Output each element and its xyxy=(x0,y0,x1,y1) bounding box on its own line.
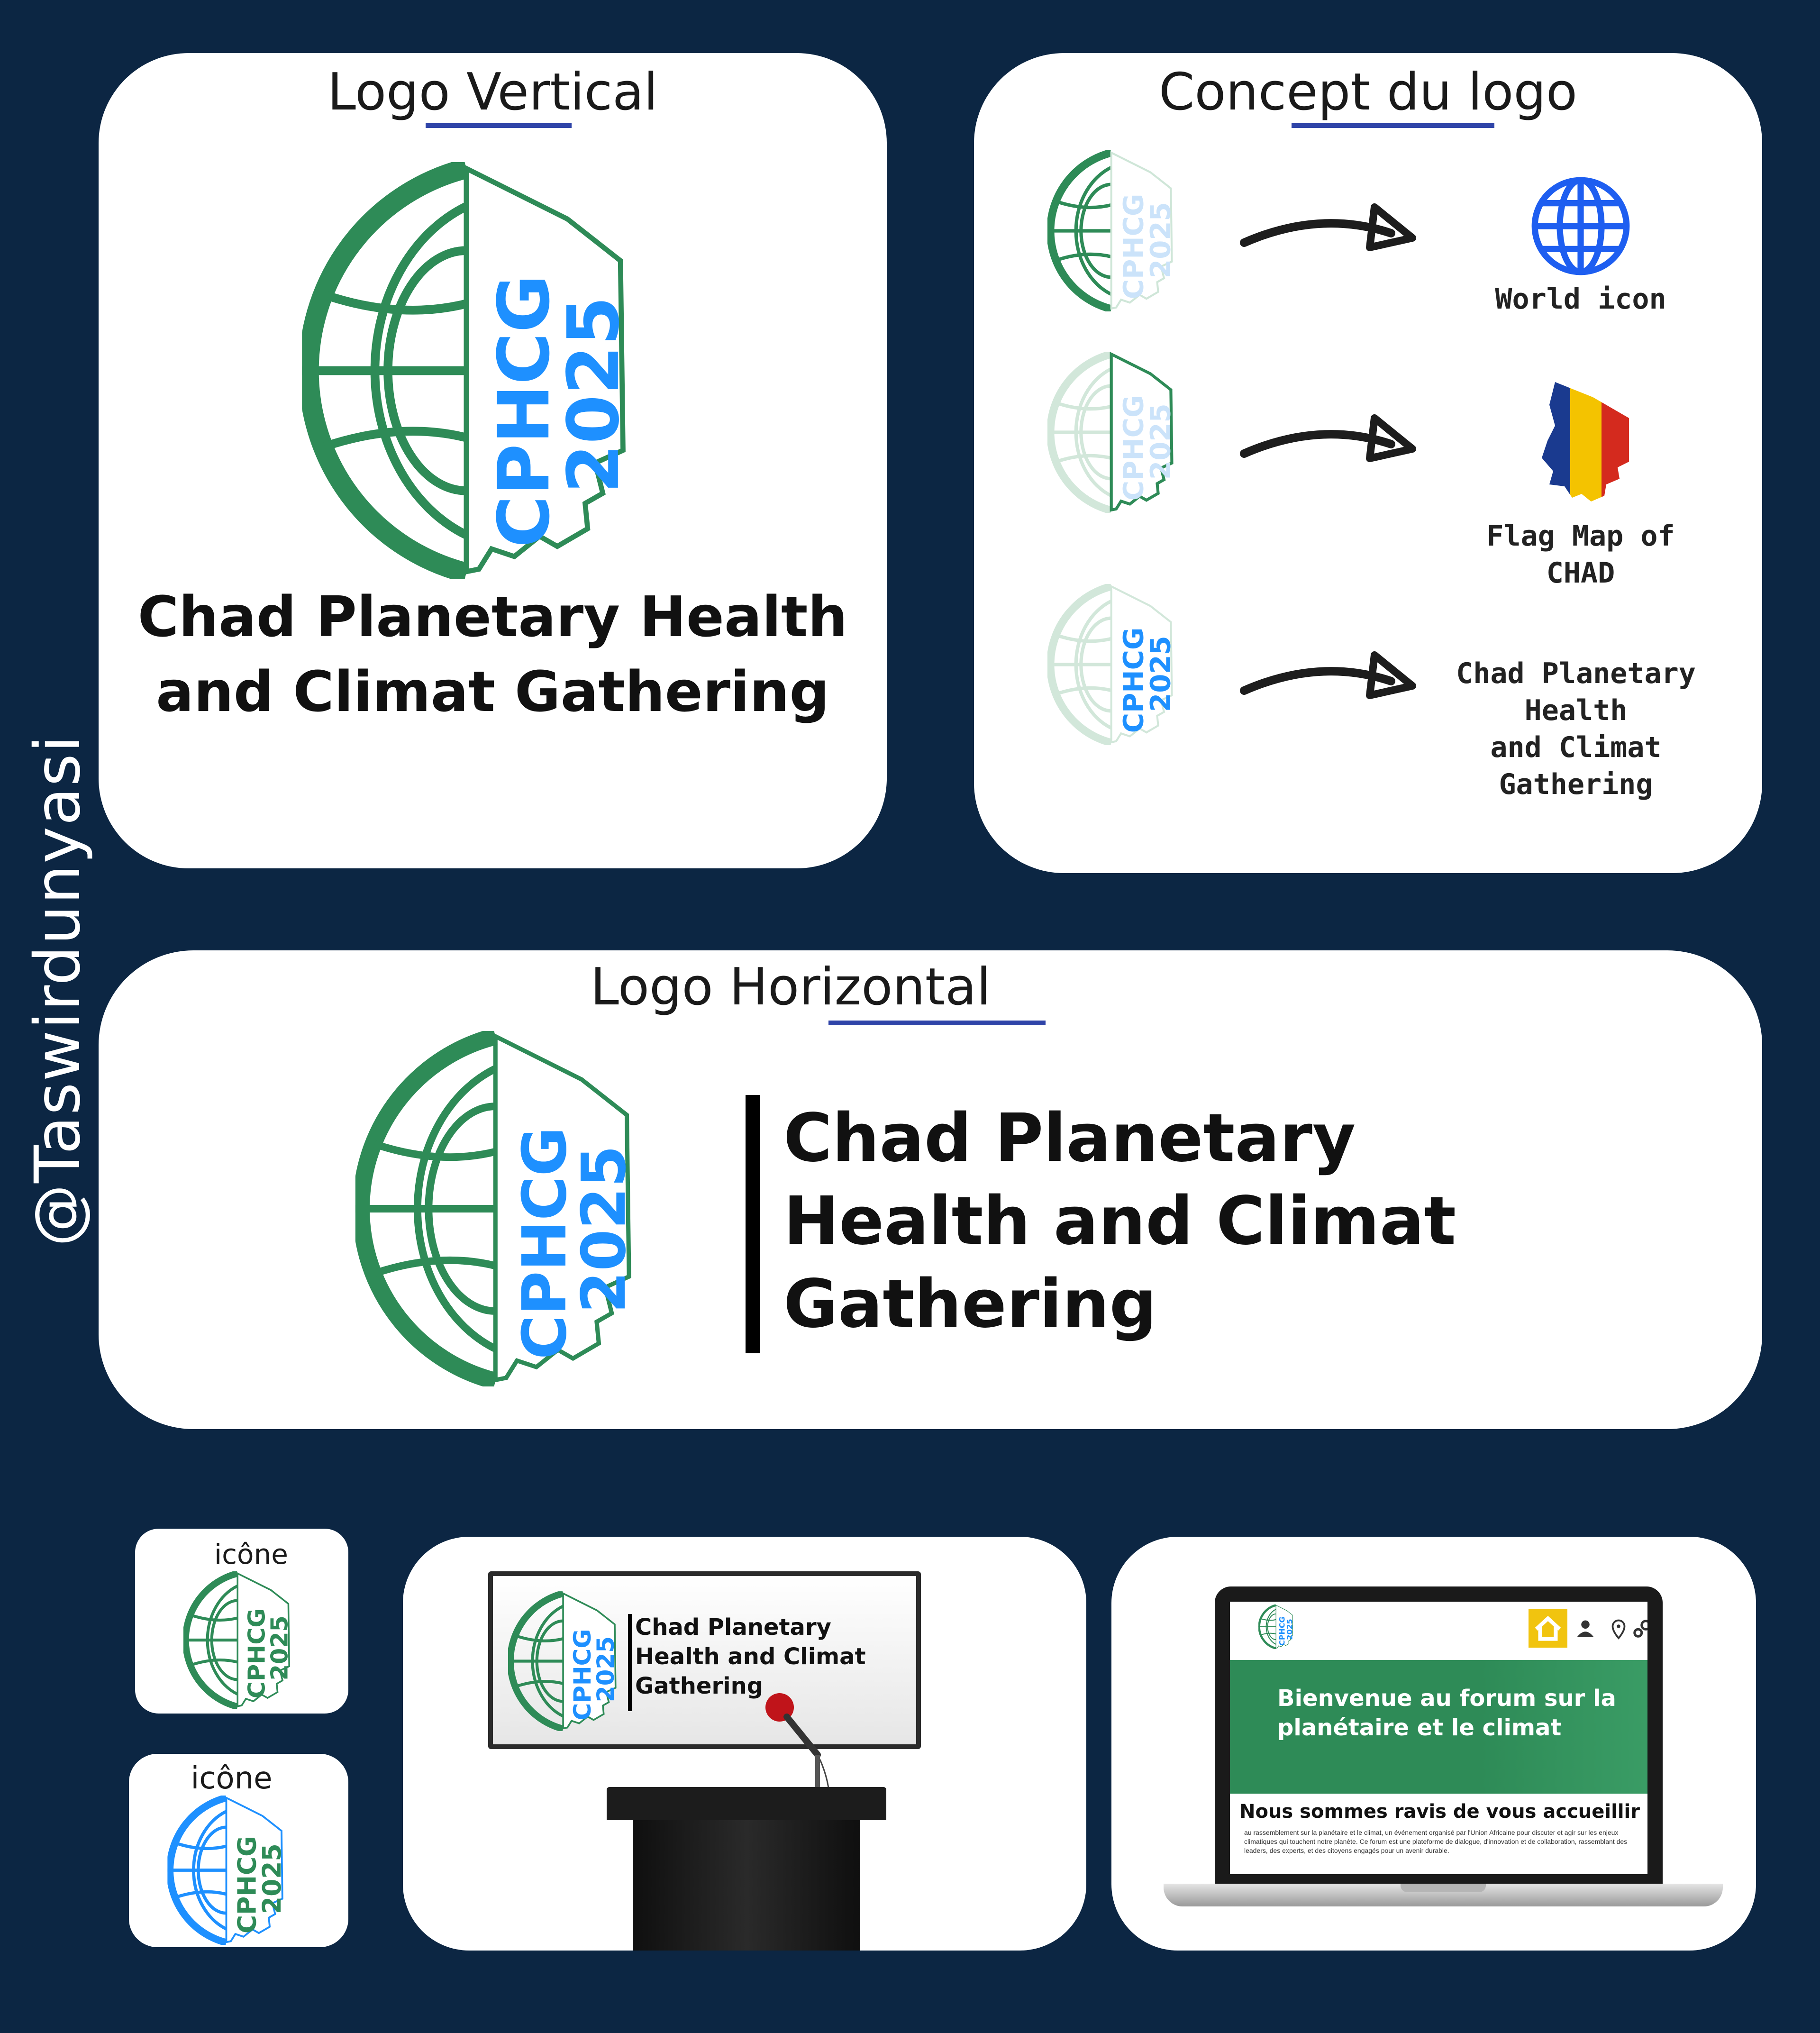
horizontal-name-line1: Chad Planetary xyxy=(783,1100,1356,1177)
horizontal-divider xyxy=(746,1095,760,1353)
home-icon xyxy=(1535,1615,1561,1641)
concept-label-world: World icon xyxy=(1495,283,1666,316)
section-title-concept: Concept du logo xyxy=(1158,63,1578,122)
concept-logo-globe-highlight: CPHCG 2025 xyxy=(1047,150,1176,311)
location-icon[interactable] xyxy=(1607,1617,1630,1641)
card-laptop-mockup: CPHCG 2025 Bienvenue au forum sur la xyxy=(1111,1537,1756,1951)
watermark: @Taswirdunyasi xyxy=(21,734,94,1247)
laptop-notch xyxy=(1401,1884,1486,1892)
horizontal-name-line3: Gathering xyxy=(783,1266,1157,1343)
podium-top xyxy=(607,1787,886,1820)
title-underline xyxy=(1292,123,1494,128)
laptop-bezel: CPHCG 2025 Bienvenue au forum sur la xyxy=(1215,1586,1663,1884)
svg-text:CPHCG: CPHCG xyxy=(569,1629,596,1721)
card-logo-concept: Concept du logo CPHCG 2025 World icon CP… xyxy=(974,53,1762,873)
screen-name-line1: Chad Planetary xyxy=(635,1614,831,1641)
section-title-vertical: Logo Vertical xyxy=(327,63,658,122)
podium-body xyxy=(633,1820,860,1951)
svg-text:2025: 2025 xyxy=(1285,1619,1294,1640)
welcome-heading: Nous sommes ravis de vous accueillir xyxy=(1239,1801,1640,1823)
concept-arrow-icon xyxy=(1240,203,1416,251)
svg-text:CPHCG: CPHCG xyxy=(232,1836,262,1933)
welcome-body: au rassemblement sur la planétaire et le… xyxy=(1244,1829,1628,1854)
horizontal-name-line2: Health and Climat xyxy=(783,1183,1456,1260)
screen-frame: CPHCG 2025 Chad Planetary Health and Cli… xyxy=(488,1571,921,1749)
concept-logo-map-highlight: CPHCG 2025 xyxy=(1047,352,1176,513)
svg-text:2025: 2025 xyxy=(1144,403,1176,480)
user-icon[interactable] xyxy=(1574,1617,1597,1641)
svg-text:2025: 2025 xyxy=(266,1615,293,1680)
card-podium-mockup: CPHCG 2025 Chad Planetary Health and Cli… xyxy=(403,1537,1086,1951)
chad-flag-map-icon xyxy=(1542,382,1629,501)
svg-text:CPHCG: CPHCG xyxy=(1118,395,1150,501)
title-underline xyxy=(828,1021,1046,1025)
icon-blue-logo-mark: CPHCG 2025 xyxy=(167,1796,287,1945)
hero-banner: Bienvenue au forum sur la planétaire et … xyxy=(1230,1660,1647,1794)
svg-text:CPHCG: CPHCG xyxy=(1118,628,1150,733)
section-title-horizontal: Logo Horizontal xyxy=(590,957,991,1017)
title-underline xyxy=(426,123,572,128)
card-logo-horizontal: Logo Horizontal CPHCG 2025 Chad Planetar… xyxy=(99,950,1762,1429)
svg-text:2025: 2025 xyxy=(1144,636,1176,712)
hero-title-line1: Bienvenue au forum sur la xyxy=(1277,1685,1616,1712)
gear-icon[interactable] xyxy=(1630,1617,1647,1641)
vertical-logo-mark: CPHCG 2025 xyxy=(298,162,635,579)
svg-text:2025: 2025 xyxy=(1144,202,1176,278)
icon-green-title: icône xyxy=(214,1538,288,1570)
vertical-name-line1: Chad Planetary Health xyxy=(137,584,848,649)
svg-text:2025: 2025 xyxy=(569,1145,639,1313)
concept-logo-text-highlight: CPHCG 2025 xyxy=(1047,584,1176,745)
logo-year: 2025 xyxy=(553,296,635,493)
card-icon-blue: icône CPHCG 2025 xyxy=(129,1754,348,1947)
globe-icon xyxy=(1531,177,1630,275)
screen-logo-mark: CPHCG 2025 xyxy=(508,1591,619,1731)
concept-arrow-icon xyxy=(1240,651,1416,699)
horizontal-logo-mark: CPHCG 2025 xyxy=(355,1031,639,1386)
logo-acronym: CPHCG xyxy=(483,274,565,547)
card-icon-green: icône CPHCG 2025 xyxy=(135,1529,348,1714)
svg-text:2025: 2025 xyxy=(257,1843,287,1914)
icon-green-logo-mark: CPHCG 2025 xyxy=(182,1571,293,1709)
card-logo-vertical: Logo Vertical CPHCG 2025 Chad Planetary … xyxy=(99,53,887,868)
svg-text:CPHCG: CPHCG xyxy=(243,1608,270,1698)
svg-text:CPHCG: CPHCG xyxy=(1118,194,1150,300)
screen-name-line3: Gathering xyxy=(635,1673,764,1699)
laptop-screen: CPHCG 2025 Bienvenue au forum sur la xyxy=(1230,1602,1647,1874)
icon-blue-title: icône xyxy=(191,1761,273,1796)
concept-label-full-name: Chad Planetary Health and Climat Gatheri… xyxy=(1456,657,1696,801)
vertical-name-line2: and Climat Gathering xyxy=(156,659,829,724)
svg-text:CPHCG: CPHCG xyxy=(510,1127,580,1359)
site-logo-mark: CPHCG 2025 xyxy=(1258,1605,1294,1649)
concept-arrow-icon xyxy=(1240,414,1416,462)
hero-title-line2: planétaire et le climat xyxy=(1277,1714,1562,1741)
concept-label-flag-map: Flag Map of CHAD xyxy=(1486,520,1675,590)
svg-text:2025: 2025 xyxy=(592,1636,619,1702)
screen-display: CPHCG 2025 Chad Planetary Health and Cli… xyxy=(493,1576,916,1744)
site-header: CPHCG 2025 xyxy=(1230,1602,1647,1649)
screen-name-line2: Health and Climat xyxy=(635,1643,866,1670)
nav-home-button[interactable] xyxy=(1529,1609,1567,1648)
screen-divider xyxy=(628,1614,632,1711)
svg-text:CPHCG: CPHCG xyxy=(1278,1616,1287,1646)
